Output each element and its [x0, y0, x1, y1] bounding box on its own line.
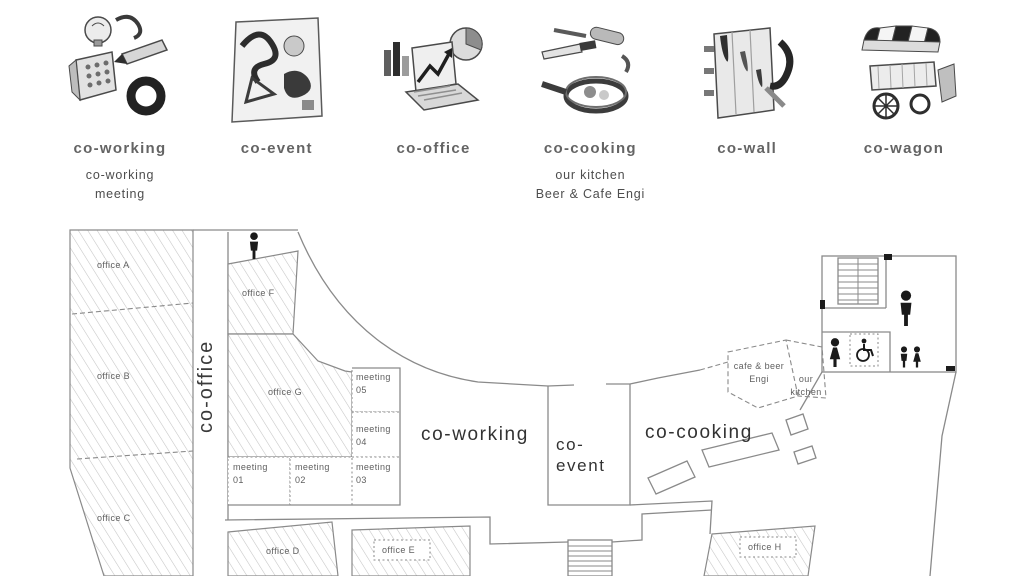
room-label-office-b: office B [97, 371, 131, 381]
legend-label-co-cooking: co-cooking [543, 140, 637, 157]
legend-row: co-working co-working meeting co-event [46, 2, 978, 205]
legend-label-co-wall: co-wall [717, 140, 778, 157]
legend-item-co-event[interactable]: co-event [203, 2, 351, 205]
person-icon [249, 232, 259, 259]
legend-label-co-office: co-office [396, 140, 471, 157]
room-label-office-e: office E [382, 545, 416, 555]
co-working-icon [46, 2, 194, 134]
co-office-icon [360, 2, 508, 134]
room-label-co-office: co-office [195, 339, 217, 433]
family-restroom-icon-2 [913, 346, 921, 368]
family-restroom-icon-1 [900, 346, 908, 368]
legend-item-co-cooking[interactable]: co-cooking our kitchen Beer & Cafe Engi [516, 2, 664, 205]
legend-item-co-office[interactable]: co-office [360, 2, 508, 205]
co-wall-icon [673, 2, 821, 134]
room-label-office-g: office G [268, 387, 303, 397]
room-label-meeting-04: meeting 04 [356, 424, 391, 448]
room-label-co-working: co-working [421, 424, 529, 445]
womens-restroom-icon [829, 338, 841, 367]
room-label-office-h: office H [748, 542, 782, 552]
room-label-office-c: office C [97, 513, 131, 523]
co-event-icon [203, 2, 351, 134]
room-label-co-event: co- event [556, 435, 606, 476]
room-label-our-kitchen: our kitchen [790, 374, 822, 398]
room-label-cafe-beer-engi: cafe & beer Engi [733, 361, 785, 385]
room-label-office-f: office F [242, 288, 275, 298]
legend-label-co-wagon: co-wagon [863, 140, 945, 157]
legend-sub-co-cooking: our kitchen Beer & Cafe Engi [535, 168, 646, 202]
legend-item-co-working[interactable]: co-working co-working meeting [46, 2, 194, 205]
legend-label-co-working: co-working [73, 140, 167, 157]
co-cooking-icon [516, 2, 664, 134]
room-label-meeting-02: meeting 02 [295, 462, 330, 486]
legend-label-co-event: co-event [240, 140, 313, 157]
room-label-office-a: office A [97, 260, 130, 270]
room-label-meeting-05: meeting 05 [356, 372, 391, 396]
room-label-co-cooking: co-cooking [645, 422, 753, 443]
co-wagon-icon [830, 2, 978, 134]
legend-item-co-wagon[interactable]: co-wagon [830, 2, 978, 205]
room-label-meeting-01: meeting 01 [233, 462, 268, 486]
room-label-meeting-03: meeting 03 [356, 462, 391, 486]
legend-sub-co-working: co-working meeting [85, 168, 155, 202]
legend-item-co-wall[interactable]: co-wall [673, 2, 821, 205]
mens-restroom-icon [900, 290, 912, 326]
room-label-office-d: office D [266, 546, 300, 556]
